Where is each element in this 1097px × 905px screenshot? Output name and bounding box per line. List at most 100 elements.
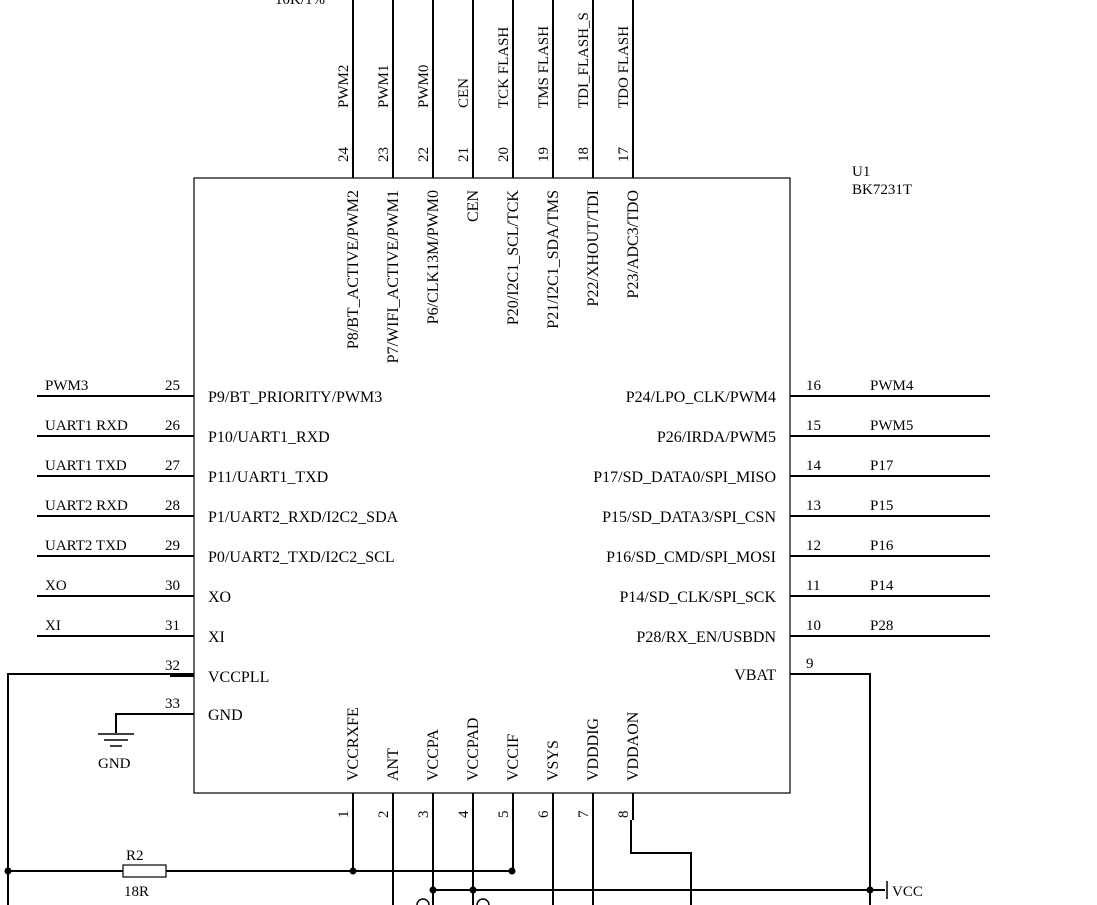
bottom-pin-function: VSYS	[545, 740, 562, 781]
right-pin-function: P14/SD_CLK/SPI_SCK	[620, 589, 777, 606]
left-pin-number: 33	[165, 696, 180, 712]
resistor-value: 18R	[124, 884, 149, 900]
left-pin-function: P11/UART1_TXD	[208, 469, 328, 486]
left-pin-number: 26	[165, 418, 181, 434]
bottom-pin-function: VCCIF	[505, 734, 522, 781]
right-pin-net: P15	[870, 498, 893, 514]
left-pin-net: UART1 RXD	[45, 418, 128, 434]
top-pin-net: TCK FLASH	[496, 27, 512, 108]
bottom-pin-number: 8	[616, 811, 632, 819]
bottom-pin-function: VCCPA	[425, 729, 442, 781]
top-pin-number: 22	[416, 147, 432, 162]
partial-arc	[416, 898, 430, 905]
left-pin-number: 32	[165, 658, 180, 674]
right-pin-number: 16	[806, 378, 822, 394]
chip-body	[193, 177, 791, 794]
right-pin-number: 15	[806, 418, 821, 434]
bottom-pin-number: 3	[416, 811, 432, 819]
right-pin-net: PWM4	[870, 378, 914, 394]
top-pin-function: P6/CLK13M/PWM0	[425, 190, 442, 324]
left-pin-function: VCCPLL	[208, 669, 269, 686]
bottom-pin-function: VDDDIG	[585, 717, 602, 781]
right-pin-net: P14	[870, 578, 894, 594]
top-pin-number: 23	[376, 147, 392, 162]
top-pin-function: P7/WIFI_ACTIVE/PWM1	[385, 190, 402, 363]
top-pin-net: TDI_FLASH_S	[576, 12, 592, 108]
top-pin-net: PWM2	[336, 65, 352, 108]
right-pin-function: P15/SD_DATA3/SPI_CSN	[602, 509, 776, 526]
bottom-pin-number: 2	[376, 811, 392, 819]
junction-dot	[4, 867, 12, 875]
top-pin-net: TMS FLASH	[536, 26, 552, 108]
top-pin-number: 17	[616, 147, 632, 163]
top-pin-function: P22/XHOUT/TDI	[585, 190, 602, 306]
bottom-pin-function: VDDAON	[625, 711, 642, 781]
right-pin-number: 11	[806, 578, 820, 594]
top-pin-number: 20	[496, 147, 512, 162]
component-part: BK7231T	[852, 182, 912, 198]
left-pin-function: P0/UART2_TXD/I2C2_SCL	[208, 549, 395, 566]
resistor-ref: R2	[126, 848, 144, 864]
top-pin-function: P20/I2C1_SCL/TCK	[505, 190, 522, 326]
right-pin-net: PWM5	[870, 418, 913, 434]
bottom-pin-function: ANT	[385, 748, 402, 781]
vbat-wire	[790, 673, 871, 905]
left-pin-net: XO	[45, 578, 67, 594]
top-partial-label: 10K/1%	[275, 0, 325, 8]
top-pin-number: 19	[536, 147, 552, 162]
pins-layer: 24PWM2P8/BT_ACTIVE/PWM223PWM1P7/WIFI_ACT…	[37, 0, 990, 905]
left-pin-net: PWM3	[45, 378, 88, 394]
top-pin-number: 24	[336, 147, 352, 163]
top-pin-function: P21/I2C1_SDA/TMS	[545, 190, 562, 329]
right-pin-function: P17/SD_DATA0/SPI_MISO	[593, 469, 776, 486]
left-pin-number: 27	[165, 458, 181, 474]
right-pin-number: 14	[806, 458, 822, 474]
junction-dot	[508, 867, 516, 875]
top-pin-number: 18	[576, 147, 592, 162]
partial-arc	[476, 898, 490, 905]
right-pin-net: P16	[870, 538, 894, 554]
top-pin-net: PWM0	[416, 65, 432, 108]
right-pin-net: P17	[870, 458, 894, 474]
right-pin-function: VBAT	[734, 667, 776, 684]
top-pin-number: 21	[456, 147, 472, 162]
top-pin-function: CEN	[465, 190, 482, 222]
right-pin-function: P26/IRDA/PWM5	[657, 429, 776, 446]
gnd-label: GND	[98, 756, 131, 772]
right-pin-number: 13	[806, 498, 821, 514]
bottom-pin-function: VCCPAD	[465, 718, 482, 781]
right-pin-number: 12	[806, 538, 821, 554]
top-pin-net: PWM1	[376, 65, 392, 108]
right-pin-number: 10	[806, 618, 821, 634]
gnd-wire	[115, 713, 194, 733]
left-pin-function: XI	[208, 629, 225, 646]
left-pin-number: 25	[165, 378, 180, 394]
right-pin-function: P16/SD_CMD/SPI_MOSI	[606, 549, 776, 566]
vcc-label: VCC	[892, 884, 923, 900]
left-pin-net: UART2 TXD	[45, 538, 127, 554]
junction-dot	[429, 886, 437, 894]
top-pin-function: P8/BT_ACTIVE/PWM2	[345, 190, 362, 349]
top-pin-function: P23/ADC3/TDO	[625, 190, 642, 298]
top-pin-net: CEN	[456, 78, 472, 108]
gnd-icon	[98, 733, 134, 747]
bottom-pin-number: 6	[536, 810, 552, 818]
left-pin-net: UART2 RXD	[45, 498, 128, 514]
left-pin-number: 29	[165, 538, 180, 554]
left-pin-number: 30	[165, 578, 180, 594]
right-pin-number: 9	[806, 656, 814, 672]
right-pin-function: P28/RX_EN/USBDN	[636, 629, 776, 646]
junction-dot	[866, 886, 874, 894]
component-ref: U1	[852, 164, 870, 180]
vddaon-wire	[630, 820, 692, 905]
vccpll-wire	[7, 673, 194, 905]
top-pin-net: TDO FLASH	[616, 26, 632, 108]
left-pin-net: XI	[45, 618, 61, 634]
bottom-pin-number: 1	[336, 811, 352, 819]
bottom-pin-function: VCCRXFE	[345, 707, 362, 781]
left-pin-function: P10/UART1_RXD	[208, 429, 330, 446]
left-pin-number: 31	[165, 618, 180, 634]
left-pin-function: GND	[208, 707, 243, 724]
right-pin-function: P24/LPO_CLK/PWM4	[626, 389, 776, 406]
